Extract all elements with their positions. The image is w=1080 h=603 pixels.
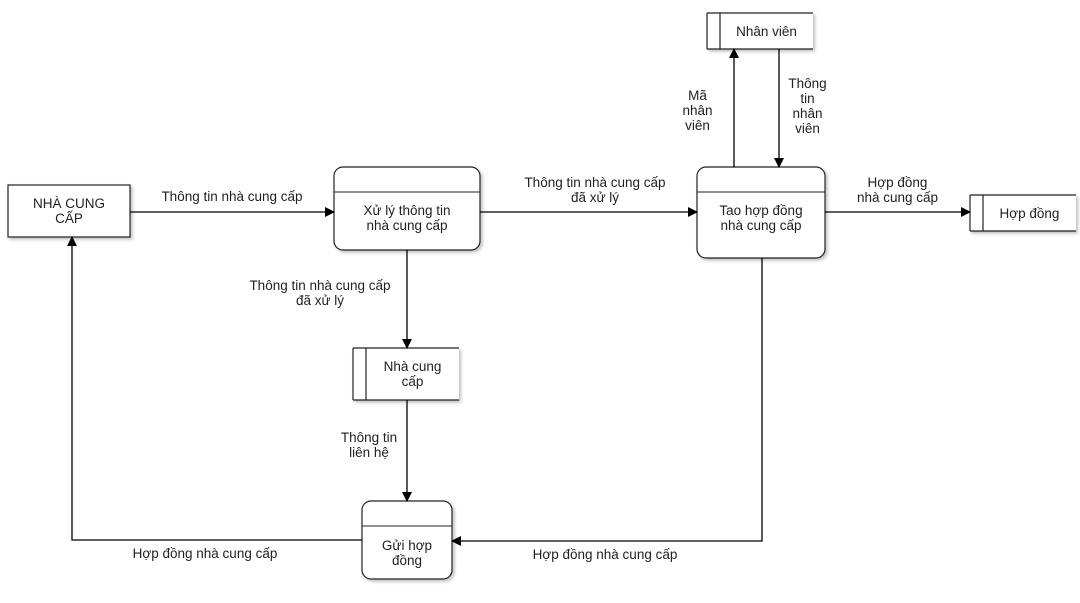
supplier-store-shape	[352, 347, 459, 401]
supplier-store-label: Nhà cung cấp	[383, 359, 442, 389]
flow-label-contract-to-store: Hợp đồng nhà cung cấp	[856, 175, 939, 205]
arrow-contract-to-send	[451, 258, 763, 546]
flow-label-contract-to-send: Hợp đồng nhà cung cấp	[532, 547, 678, 562]
supplier-entity-box	[7, 184, 131, 238]
flow-label-employee-info: Thông tin nhân viên	[788, 76, 827, 136]
flow-label-contact-info: Thông tin liên hệ	[340, 430, 398, 460]
employee-store-label: Nhân viên	[736, 23, 797, 39]
contract-store-label: Hợp đồng	[999, 205, 1060, 221]
contract-store-shape	[969, 194, 1076, 232]
supplier-entity-label: NHÀ CUNG CẤP	[32, 196, 105, 226]
flow-label-contract-to-supplier: Hợp đồng nhà cung cấp	[132, 546, 278, 561]
process-create-contract-label: Tao hợp đồng nhà cung cấp	[719, 203, 803, 233]
process-send-contract-label: Gửi hợp đồng	[381, 537, 433, 568]
flow-label-processed-info-down: Thông tin nhà cung cấp đã xử lý	[249, 278, 391, 308]
flow-label-processed-info-right: Thông tin nhà cung cấp đã xử lý	[524, 175, 666, 205]
arrow-contract-to-supplier	[67, 236, 362, 541]
employee-store-shape	[706, 12, 813, 50]
flow-label-supplier-info: Thông tin nhà cung cấp	[161, 189, 303, 204]
process-supplier-info-label: Xử lý thông tin nhà cung cấp	[363, 203, 451, 233]
flow-label-employee-id: Mã nhân viên	[682, 88, 713, 133]
